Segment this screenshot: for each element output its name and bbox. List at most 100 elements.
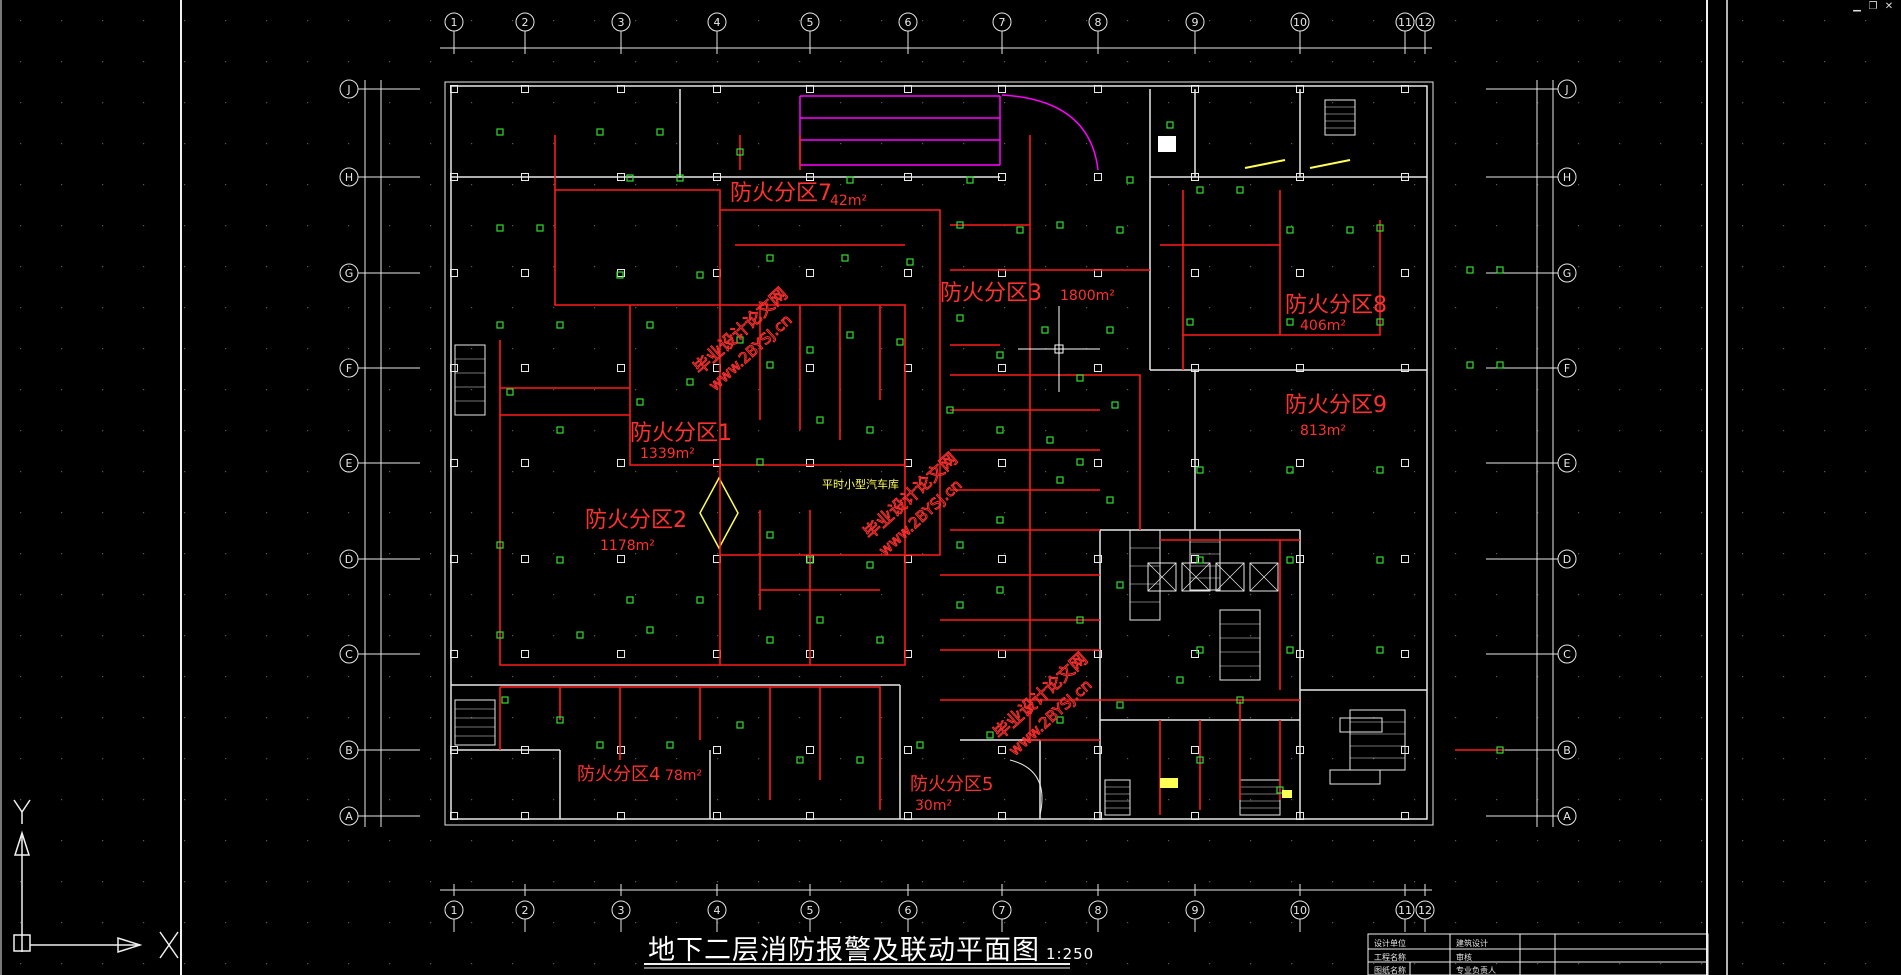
zone-area-label: 406m² — [1300, 318, 1346, 334]
column — [998, 364, 1006, 372]
column — [1296, 650, 1304, 658]
column — [1094, 746, 1102, 754]
grid-row-label: G — [1563, 267, 1572, 280]
grid-row-label: A — [1563, 810, 1571, 823]
title-block — [1367, 933, 1709, 975]
alarm-wire — [1029, 135, 1100, 741]
smoke-detector-icon — [956, 314, 964, 322]
smoke-detector-icon — [996, 516, 1004, 524]
smoke-detector-icon — [576, 631, 584, 639]
column — [450, 364, 458, 372]
equipment-block — [1158, 136, 1176, 152]
grid-bubble — [515, 900, 535, 920]
smoke-detector-icon — [1496, 746, 1504, 754]
column — [998, 173, 1006, 181]
smoke-detector-icon — [841, 254, 849, 262]
column — [904, 173, 912, 181]
column — [806, 85, 814, 93]
grid-col-label: 2 — [522, 904, 529, 917]
grid-row-label: A — [345, 810, 353, 823]
elevator-cross — [1215, 562, 1245, 592]
smoke-detector-icon — [1286, 318, 1294, 326]
smoke-detector-icon — [636, 398, 644, 406]
grid-row-label: H — [345, 171, 353, 184]
alarm-wire — [940, 574, 1300, 701]
grid-row-label: J — [1564, 83, 1568, 96]
column — [1296, 173, 1304, 181]
grid-row-label: D — [1563, 553, 1571, 566]
column — [617, 173, 625, 181]
alarm-wire — [499, 135, 906, 666]
grid-bubble — [611, 900, 631, 920]
grid-col-label: 9 — [1192, 16, 1199, 29]
column — [998, 555, 1006, 563]
column — [617, 459, 625, 467]
column — [1401, 173, 1409, 181]
smoke-detector-icon — [896, 338, 904, 346]
column — [1191, 650, 1199, 658]
alarm-wire — [950, 409, 1100, 531]
grid-col-label: 9 — [1192, 904, 1199, 917]
smoke-detector-icon — [626, 174, 634, 182]
grid-col-label: 3 — [618, 904, 625, 917]
column — [1296, 85, 1304, 93]
minimize-icon[interactable]: ▁ — [1853, 1, 1861, 12]
restore-icon[interactable]: ❐ — [1868, 1, 1878, 12]
smoke-detector-icon — [1376, 318, 1384, 326]
smoke-detector-icon — [1376, 646, 1384, 654]
alarm-wire — [950, 374, 1141, 530]
grid-col-label: 1 — [451, 16, 458, 29]
grid-col-label: 10 — [1293, 904, 1307, 917]
smoke-detector-icon — [1376, 224, 1384, 232]
grid-col-label: 11 — [1398, 16, 1412, 29]
alarm-wire — [720, 209, 941, 556]
column — [1296, 364, 1304, 372]
smoke-detector-icon — [1076, 374, 1084, 382]
smoke-detector-icon — [536, 224, 544, 232]
smoke-detector-icon — [1286, 226, 1294, 234]
smoke-detector-icon — [806, 346, 814, 354]
grid-col-label: 6 — [905, 16, 912, 29]
smoke-detector-icon — [506, 388, 514, 396]
column — [450, 812, 458, 820]
crosshair-cursor-icon — [1018, 306, 1100, 392]
smoke-detector-icon — [876, 636, 884, 644]
column — [904, 269, 912, 277]
title-block-cell: 专业负责人 — [1456, 965, 1496, 975]
column — [521, 812, 529, 820]
smoke-detector-icon — [1196, 466, 1204, 474]
close-icon[interactable]: ✕ — [1884, 1, 1894, 12]
smoke-detector-icon — [736, 336, 744, 344]
zone-area-label: 42m² — [830, 193, 867, 209]
water-tank-mark — [1309, 159, 1351, 169]
smoke-detector-icon — [1466, 361, 1474, 369]
smoke-detector-icon — [736, 148, 744, 156]
column — [998, 459, 1006, 467]
smoke-detector-icon — [556, 716, 564, 724]
column — [521, 364, 529, 372]
smoke-detector-icon — [1196, 646, 1204, 654]
grid-bubble — [800, 12, 820, 32]
title-underline — [644, 963, 1070, 969]
smoke-detector-icon — [1106, 496, 1114, 504]
alarm-wire — [1160, 190, 1281, 335]
grid-col-label: 3 — [618, 16, 625, 29]
title-block-cell: 工程名称 — [1374, 952, 1406, 962]
column — [450, 173, 458, 181]
smoke-detector-icon — [1116, 701, 1124, 709]
smoke-detector-icon — [946, 406, 954, 414]
smoke-detector-icon — [501, 696, 509, 704]
column — [1296, 812, 1304, 820]
column — [450, 555, 458, 563]
smoke-detector-icon — [646, 321, 654, 329]
elevator — [1147, 562, 1177, 592]
smoke-detector-icon — [736, 721, 744, 729]
column — [617, 812, 625, 820]
column — [1296, 746, 1304, 754]
column — [450, 85, 458, 93]
grid-bubble — [444, 12, 464, 32]
zone-name-label: 防火分区1 — [630, 421, 732, 446]
title-block-cell: 审核 — [1456, 952, 1472, 962]
